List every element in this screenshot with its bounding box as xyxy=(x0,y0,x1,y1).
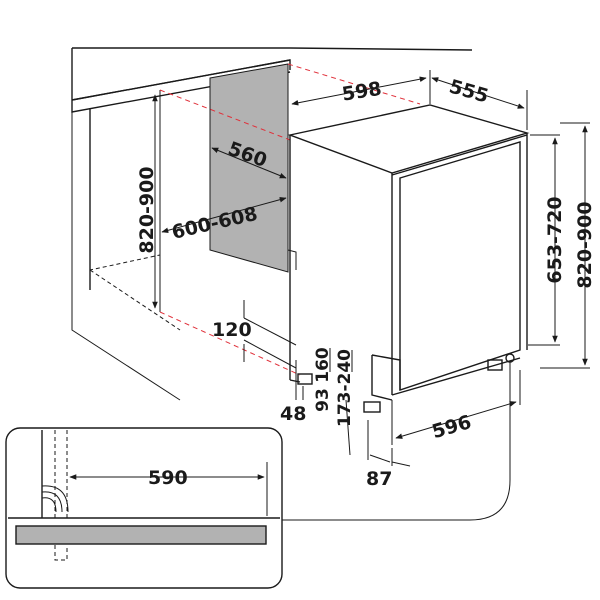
svg-text:93: 93 xyxy=(313,388,333,412)
dim-total-height: 820-900 xyxy=(540,122,596,369)
dim-offset-front: 87 xyxy=(366,420,411,490)
svg-text:555: 555 xyxy=(447,75,491,107)
detail-inset: 590 xyxy=(5,427,283,589)
dim-foot-ranges: 160 93 173-240 xyxy=(313,347,355,456)
dishwasher-body xyxy=(287,104,530,401)
svg-text:596: 596 xyxy=(430,411,474,443)
detail-board xyxy=(15,525,267,545)
hose-line xyxy=(282,362,511,521)
dim-top-depth: 555 xyxy=(431,75,528,130)
guide-lines xyxy=(159,63,421,376)
svg-text:120: 120 xyxy=(212,319,252,341)
svg-text:590: 590 xyxy=(148,467,188,489)
dim-door-height: 653-720 xyxy=(528,134,566,346)
dim-base-width: 596 xyxy=(391,370,521,445)
dim-plinth-depth: 120 xyxy=(212,300,297,369)
svg-text:653-720: 653-720 xyxy=(544,196,566,283)
svg-text:598: 598 xyxy=(341,78,384,106)
niche-outline xyxy=(89,90,181,331)
svg-text:820-900: 820-900 xyxy=(574,201,596,288)
svg-text:48: 48 xyxy=(280,403,306,425)
svg-text:173-240: 173-240 xyxy=(335,349,355,427)
svg-text:160: 160 xyxy=(313,347,333,383)
svg-text:820-900: 820-900 xyxy=(136,166,158,253)
back-wall-panel xyxy=(209,63,289,273)
svg-text:87: 87 xyxy=(366,468,392,490)
dim-top-width: 598 xyxy=(287,65,431,106)
dim-niche-height: 820-900 xyxy=(136,94,158,309)
dim-offset-left: 48 xyxy=(280,360,306,425)
